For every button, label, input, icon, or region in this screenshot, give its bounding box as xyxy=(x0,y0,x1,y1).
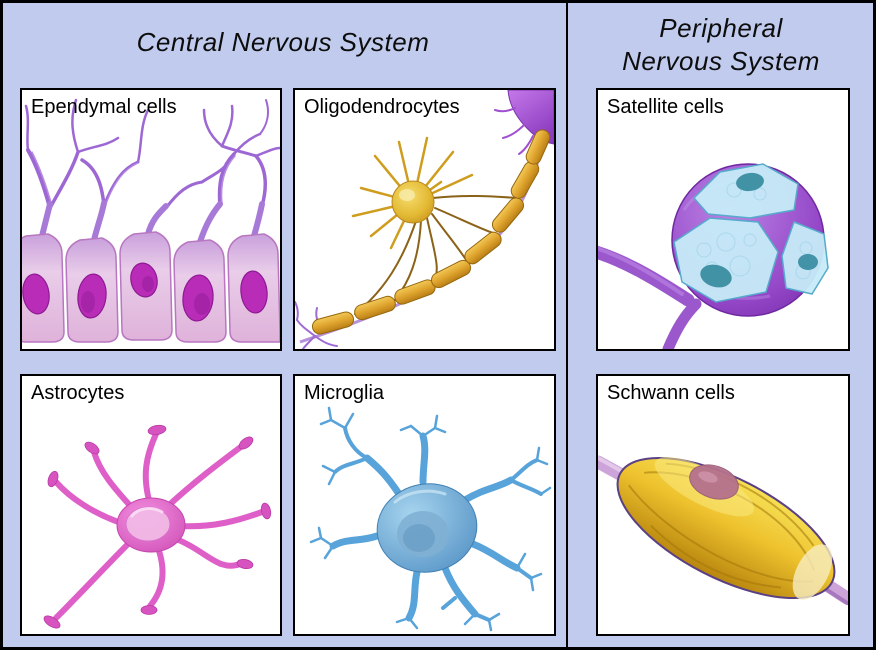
schwann-cells-illustration xyxy=(598,455,848,605)
panel-label-astrocytes: Astrocytes xyxy=(31,382,125,404)
cilia-branches xyxy=(24,98,280,245)
astrocyte-nucleus xyxy=(125,506,171,542)
nuclei-shading xyxy=(81,276,210,315)
cns-title: Central Nervous System xyxy=(136,27,430,57)
pns-title-line2: Nervous System xyxy=(622,46,820,76)
panel-label-ependymal-cells: Ependymal cells xyxy=(31,96,177,118)
panel-label-oligodendrocytes: Oligodendrocytes xyxy=(304,96,460,118)
panel-label-satellite-cells: Satellite cells xyxy=(607,96,724,118)
satellite-cell-nuclei xyxy=(700,172,818,288)
oligodendrocyte-body xyxy=(391,180,435,224)
panel-ependymal-cells: Ependymal cells xyxy=(20,88,282,351)
panel-satellite-cells: Satellite cells xyxy=(596,88,850,351)
astrocyte-tendrils xyxy=(53,431,265,621)
panel-oligodendrocytes: Oligodendrocytes xyxy=(293,88,556,351)
cell-processes xyxy=(354,194,519,315)
panel-astrocytes: Astrocytes xyxy=(20,374,282,636)
oligodendrocytes-illustration xyxy=(295,90,554,349)
microglia-illustration xyxy=(309,406,552,632)
pns-title: Peripheral Nervous System xyxy=(568,12,873,78)
myelin-spindle xyxy=(616,456,836,600)
axon xyxy=(299,133,547,344)
pns-title-line1: Peripheral xyxy=(659,13,783,43)
ependymal-cells-illustration xyxy=(22,98,280,343)
axon xyxy=(598,245,702,349)
myelin-segments xyxy=(311,129,551,335)
satellite-cells-illustration xyxy=(598,163,829,349)
astrocytes-illustration xyxy=(43,424,272,629)
panel-label-microglia: Microglia xyxy=(304,382,385,404)
cell-nuclei xyxy=(22,262,268,322)
panel-schwann-cells: Schwann cells xyxy=(596,374,850,636)
microglia-processes xyxy=(309,406,552,632)
satellite-cell-plates xyxy=(673,163,829,303)
panel-microglia: Microglia xyxy=(293,374,556,636)
tendril-end-feet xyxy=(43,424,272,629)
section-divider xyxy=(566,3,568,647)
panel-label-schwann-cells: Schwann cells xyxy=(607,382,735,404)
